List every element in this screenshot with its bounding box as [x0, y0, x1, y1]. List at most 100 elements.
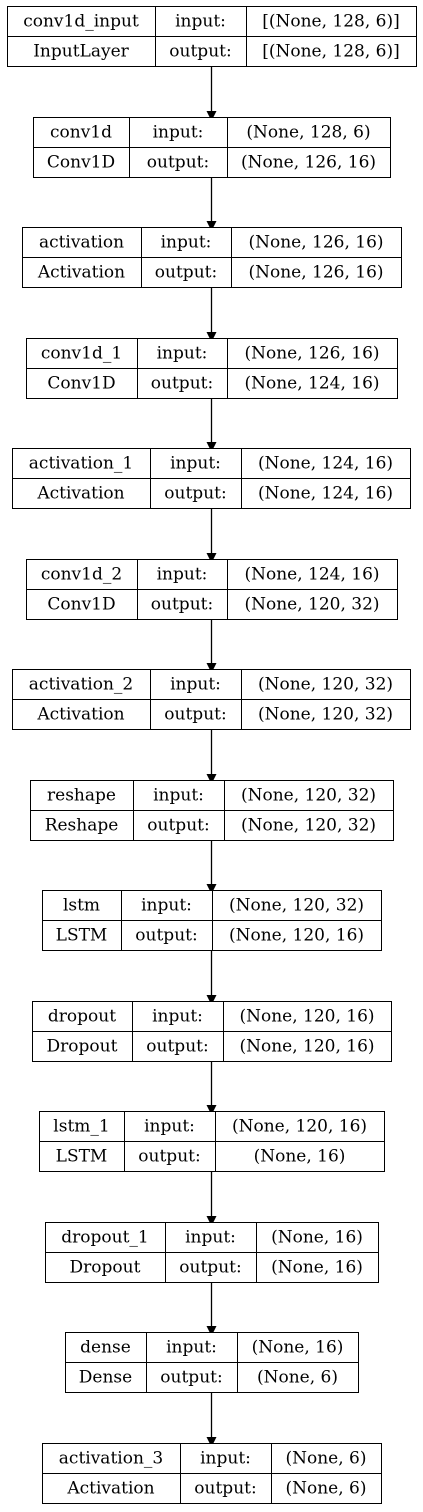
input-shape: (None, 120, 16) [239, 1007, 374, 1027]
layer-class: Reshape [45, 816, 119, 836]
input-label: input: [170, 675, 221, 695]
input-shape: (None, 126, 16) [244, 344, 379, 364]
layer-node-activation_3: activation_3 input: (None, 6) Activation out… [42, 1443, 382, 1504]
output-shape: [(None, 128, 6)] [262, 42, 400, 62]
layer-node-conv1d_2: conv1d_2 input: (None, 124, 16) Conv1D outpu… [26, 559, 398, 620]
input-shape: (None, 6) [285, 1449, 366, 1469]
layer-node-conv1d: conv1d input: (None, 128, 6) Conv1D output: (… [33, 117, 391, 178]
layer-name: lstm_1 [53, 1117, 109, 1137]
input-shape: (None, 120, 16) [232, 1117, 367, 1137]
layer-class: Dropout [47, 1037, 118, 1057]
input-shape: (None, 16) [252, 1338, 344, 1358]
output-shape: (None, 6) [257, 1368, 338, 1388]
layer-name: conv1d_1 [41, 344, 122, 364]
layer-class: LSTM [56, 926, 108, 946]
layer-name: dense [80, 1338, 131, 1358]
output-shape: (None, 16) [271, 1258, 363, 1278]
input-label: input: [161, 233, 212, 253]
output-shape: (None, 6) [285, 1479, 366, 1499]
output-shape: (None, 120, 16) [229, 926, 364, 946]
input-label: input: [153, 123, 204, 143]
layer-class: Conv1D [47, 374, 115, 394]
layer-node-activation_1: activation_1 input: (None, 124, 16) Activat… [12, 448, 411, 509]
input-shape: (None, 124, 16) [244, 565, 379, 585]
layer-node-lstm: lstm input: (None, 120, 32) LSTM output: (Non… [42, 890, 382, 951]
layer-class: Conv1D [47, 595, 115, 615]
output-label: output: [151, 595, 213, 615]
output-label: output: [164, 705, 226, 725]
output-shape: (None, 120, 32) [244, 595, 379, 615]
input-label: input: [166, 1338, 217, 1358]
output-shape: (None, 126, 16) [248, 263, 383, 283]
input-label: input: [141, 896, 192, 916]
layer-name: conv1d [50, 123, 112, 143]
layers: conv1d_input input: [(None, 128, 6)] InputL… [7, 6, 417, 1504]
output-label: output: [164, 484, 226, 504]
output-shape: (None, 124, 16) [244, 374, 379, 394]
layer-class: Conv1D [47, 153, 115, 173]
input-label: input: [157, 565, 208, 585]
output-label: output: [135, 926, 197, 946]
input-label: input: [144, 1117, 195, 1137]
layer-name: dropout_1 [61, 1228, 148, 1248]
layer-class: Activation [37, 263, 125, 283]
input-label: input: [200, 1449, 251, 1469]
output-label: output: [138, 1147, 200, 1167]
output-shape: (None, 126, 16) [241, 153, 376, 173]
input-label: input: [152, 1007, 203, 1027]
input-label: input: [185, 1228, 236, 1248]
output-shape: (None, 120, 32) [241, 816, 376, 836]
layer-name: dropout [48, 1007, 116, 1027]
layer-name: reshape [47, 786, 116, 806]
output-shape: (None, 120, 32) [258, 705, 393, 725]
layer-node-dropout_1: dropout_1 input: (None, 16) Dropout output: (… [45, 1222, 379, 1283]
layer-name: activation_2 [29, 675, 133, 695]
layer-name: activation_3 [59, 1449, 163, 1469]
layer-node-dropout: dropout input: (None, 120, 16) Dropout outpu… [32, 1001, 392, 1062]
input-label: input: [175, 12, 226, 32]
layer-class: LSTM [56, 1147, 108, 1167]
output-label: output: [160, 1368, 222, 1388]
output-label: output: [179, 1258, 241, 1278]
layer-node-conv1d_input: conv1d_input input: [(None, 128, 6)] InputL… [7, 6, 417, 67]
input-shape: (None, 16) [271, 1228, 363, 1248]
input-label: input: [170, 454, 221, 474]
layer-node-conv1d_1: conv1d_1 input: (None, 126, 16) Conv1D outpu… [26, 338, 398, 399]
layer-node-reshape: reshape input: (None, 120, 32) Reshape outpu… [30, 780, 394, 841]
layer-class: Activation [36, 484, 124, 504]
layer-class: InputLayer [33, 42, 129, 62]
output-shape: (None, 120, 16) [239, 1037, 374, 1057]
output-shape: (None, 124, 16) [258, 484, 393, 504]
output-label: output: [169, 42, 231, 62]
output-shape: (None, 16) [254, 1147, 346, 1167]
output-label: output: [147, 816, 209, 836]
layer-class: Dense [79, 1368, 132, 1388]
layer-node-lstm_1: lstm_1 input: (None, 120, 16) LSTM output: (N… [39, 1111, 385, 1172]
input-label: input: [153, 786, 204, 806]
input-shape: (None, 120, 32) [258, 675, 393, 695]
input-shape: [(None, 128, 6)] [262, 12, 400, 32]
input-shape: (None, 120, 32) [241, 786, 376, 806]
layer-node-dense: dense input: (None, 16) Dense output: (None, … [65, 1332, 359, 1393]
layer-name: lstm [63, 896, 100, 916]
input-shape: (None, 120, 32) [229, 896, 364, 916]
layer-name: conv1d_input [23, 12, 139, 32]
layer-name: activation [39, 233, 124, 253]
input-label: input: [157, 344, 208, 364]
layer-name: activation_1 [29, 454, 133, 474]
layer-class: Activation [36, 705, 124, 725]
output-label: output: [194, 1479, 256, 1499]
input-shape: (None, 126, 16) [248, 233, 383, 253]
layer-node-activation: activation input: (None, 126, 16) Activatio… [22, 227, 402, 288]
layer-class: Dropout [70, 1258, 141, 1278]
output-label: output: [146, 1037, 208, 1057]
input-shape: (None, 124, 16) [258, 454, 393, 474]
output-label: output: [155, 263, 217, 283]
layer-name: conv1d_2 [41, 565, 122, 585]
layer-class: Activation [66, 1479, 154, 1499]
input-shape: (None, 128, 6) [246, 123, 370, 143]
layer-node-activation_2: activation_2 input: (None, 120, 32) Activat… [12, 669, 411, 730]
output-label: output: [147, 153, 209, 173]
output-label: output: [151, 374, 213, 394]
